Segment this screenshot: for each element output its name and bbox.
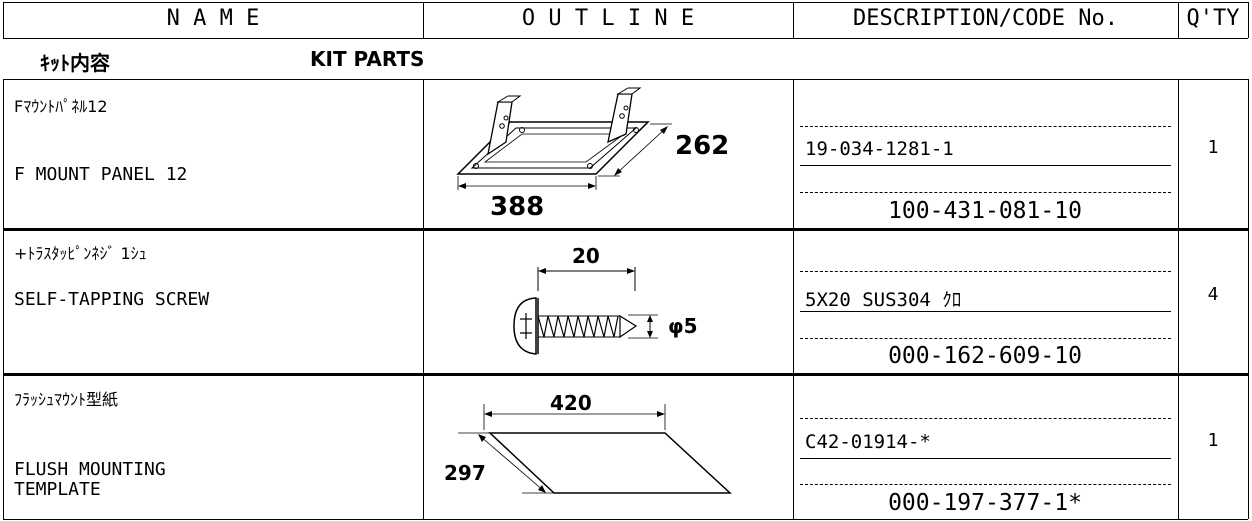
desc-dash-line (800, 484, 1171, 485)
mount-panel-drawing: 262 388 (456, 87, 729, 222)
body-left-border (3, 79, 4, 519)
desc-dash-line (800, 418, 1171, 419)
desc-dash-line (800, 338, 1171, 339)
body-right-border (1248, 79, 1249, 519)
dim-20-label: 20 (572, 244, 600, 268)
row3-description: C42-01914-* (805, 431, 931, 453)
row2-code: 000-162-609-10 (888, 343, 1082, 369)
header-name: N A M E (166, 6, 260, 31)
body-bottom-border (3, 519, 1248, 520)
template-drawing: 420 297 (444, 391, 732, 494)
row3-qty: 1 (1207, 430, 1219, 451)
row1-qty: 1 (1207, 137, 1219, 158)
screw-drawing: 20 φ5 (513, 244, 698, 355)
row2-description: 5X20 SUS304 ｸﾛ (805, 289, 962, 311)
dim-420-label: 420 (550, 391, 592, 415)
header-right-border (1248, 2, 1249, 38)
body-divider-3 (1178, 79, 1179, 519)
row-divider-1 (3, 228, 1248, 231)
section-title-en: KIT PARTS (310, 47, 425, 71)
row1-name-en: F MOUNT PANEL 12 (14, 164, 188, 185)
row1-name-jp: Fﾏｳﾝﾄﾊﾟﾈﾙ12 (14, 97, 108, 116)
row2-name-en: SELF-TAPPING SCREW (14, 289, 210, 310)
row-divider-2 (3, 373, 1248, 376)
row2-qty: 4 (1207, 284, 1219, 305)
row3-name-jp: ﾌﾗｯｼｭﾏｳﾝﾄ型紙 (14, 390, 119, 409)
body-divider-2 (793, 79, 794, 519)
row1-description: 19-034-1281-1 (805, 138, 954, 160)
section-title-jp: ｷｯﾄ内容 (40, 51, 110, 75)
row2-name-jp: +ﾄﾗｽﾀｯﾋﾟﾝﾈｼﾞ 1ｼｭ (14, 244, 147, 263)
header-divider-3 (1178, 2, 1179, 38)
row3-code: 000-197-377-1* (888, 490, 1082, 516)
header-top-border (3, 2, 1248, 3)
desc-dash-line (800, 271, 1171, 272)
dim-262-label: 262 (675, 131, 729, 161)
row3-name-en: FLUSH MOUNTING TEMPLATE (14, 459, 166, 500)
dim-phi5-label: φ5 (668, 314, 698, 338)
header-divider-2 (793, 2, 794, 38)
header-description: DESCRIPTION/CODE No. (853, 6, 1118, 31)
desc-solid-line (800, 165, 1171, 166)
body-divider-1 (423, 79, 424, 519)
desc-dash-line (800, 192, 1171, 193)
header-qty: Q'TY (1186, 6, 1240, 31)
desc-solid-line (800, 311, 1171, 312)
header-bottom-border (3, 38, 1248, 39)
header-divider-1 (423, 2, 424, 38)
header-outline: O U T L I N E (521, 6, 695, 31)
row1-code: 100-431-081-10 (888, 198, 1082, 224)
body-top-border (3, 79, 1248, 80)
desc-solid-line (800, 458, 1171, 459)
dim-388-label: 388 (490, 192, 544, 222)
desc-dash-line (800, 126, 1171, 127)
header-left-border (3, 2, 4, 38)
dim-297-label: 297 (444, 461, 486, 485)
